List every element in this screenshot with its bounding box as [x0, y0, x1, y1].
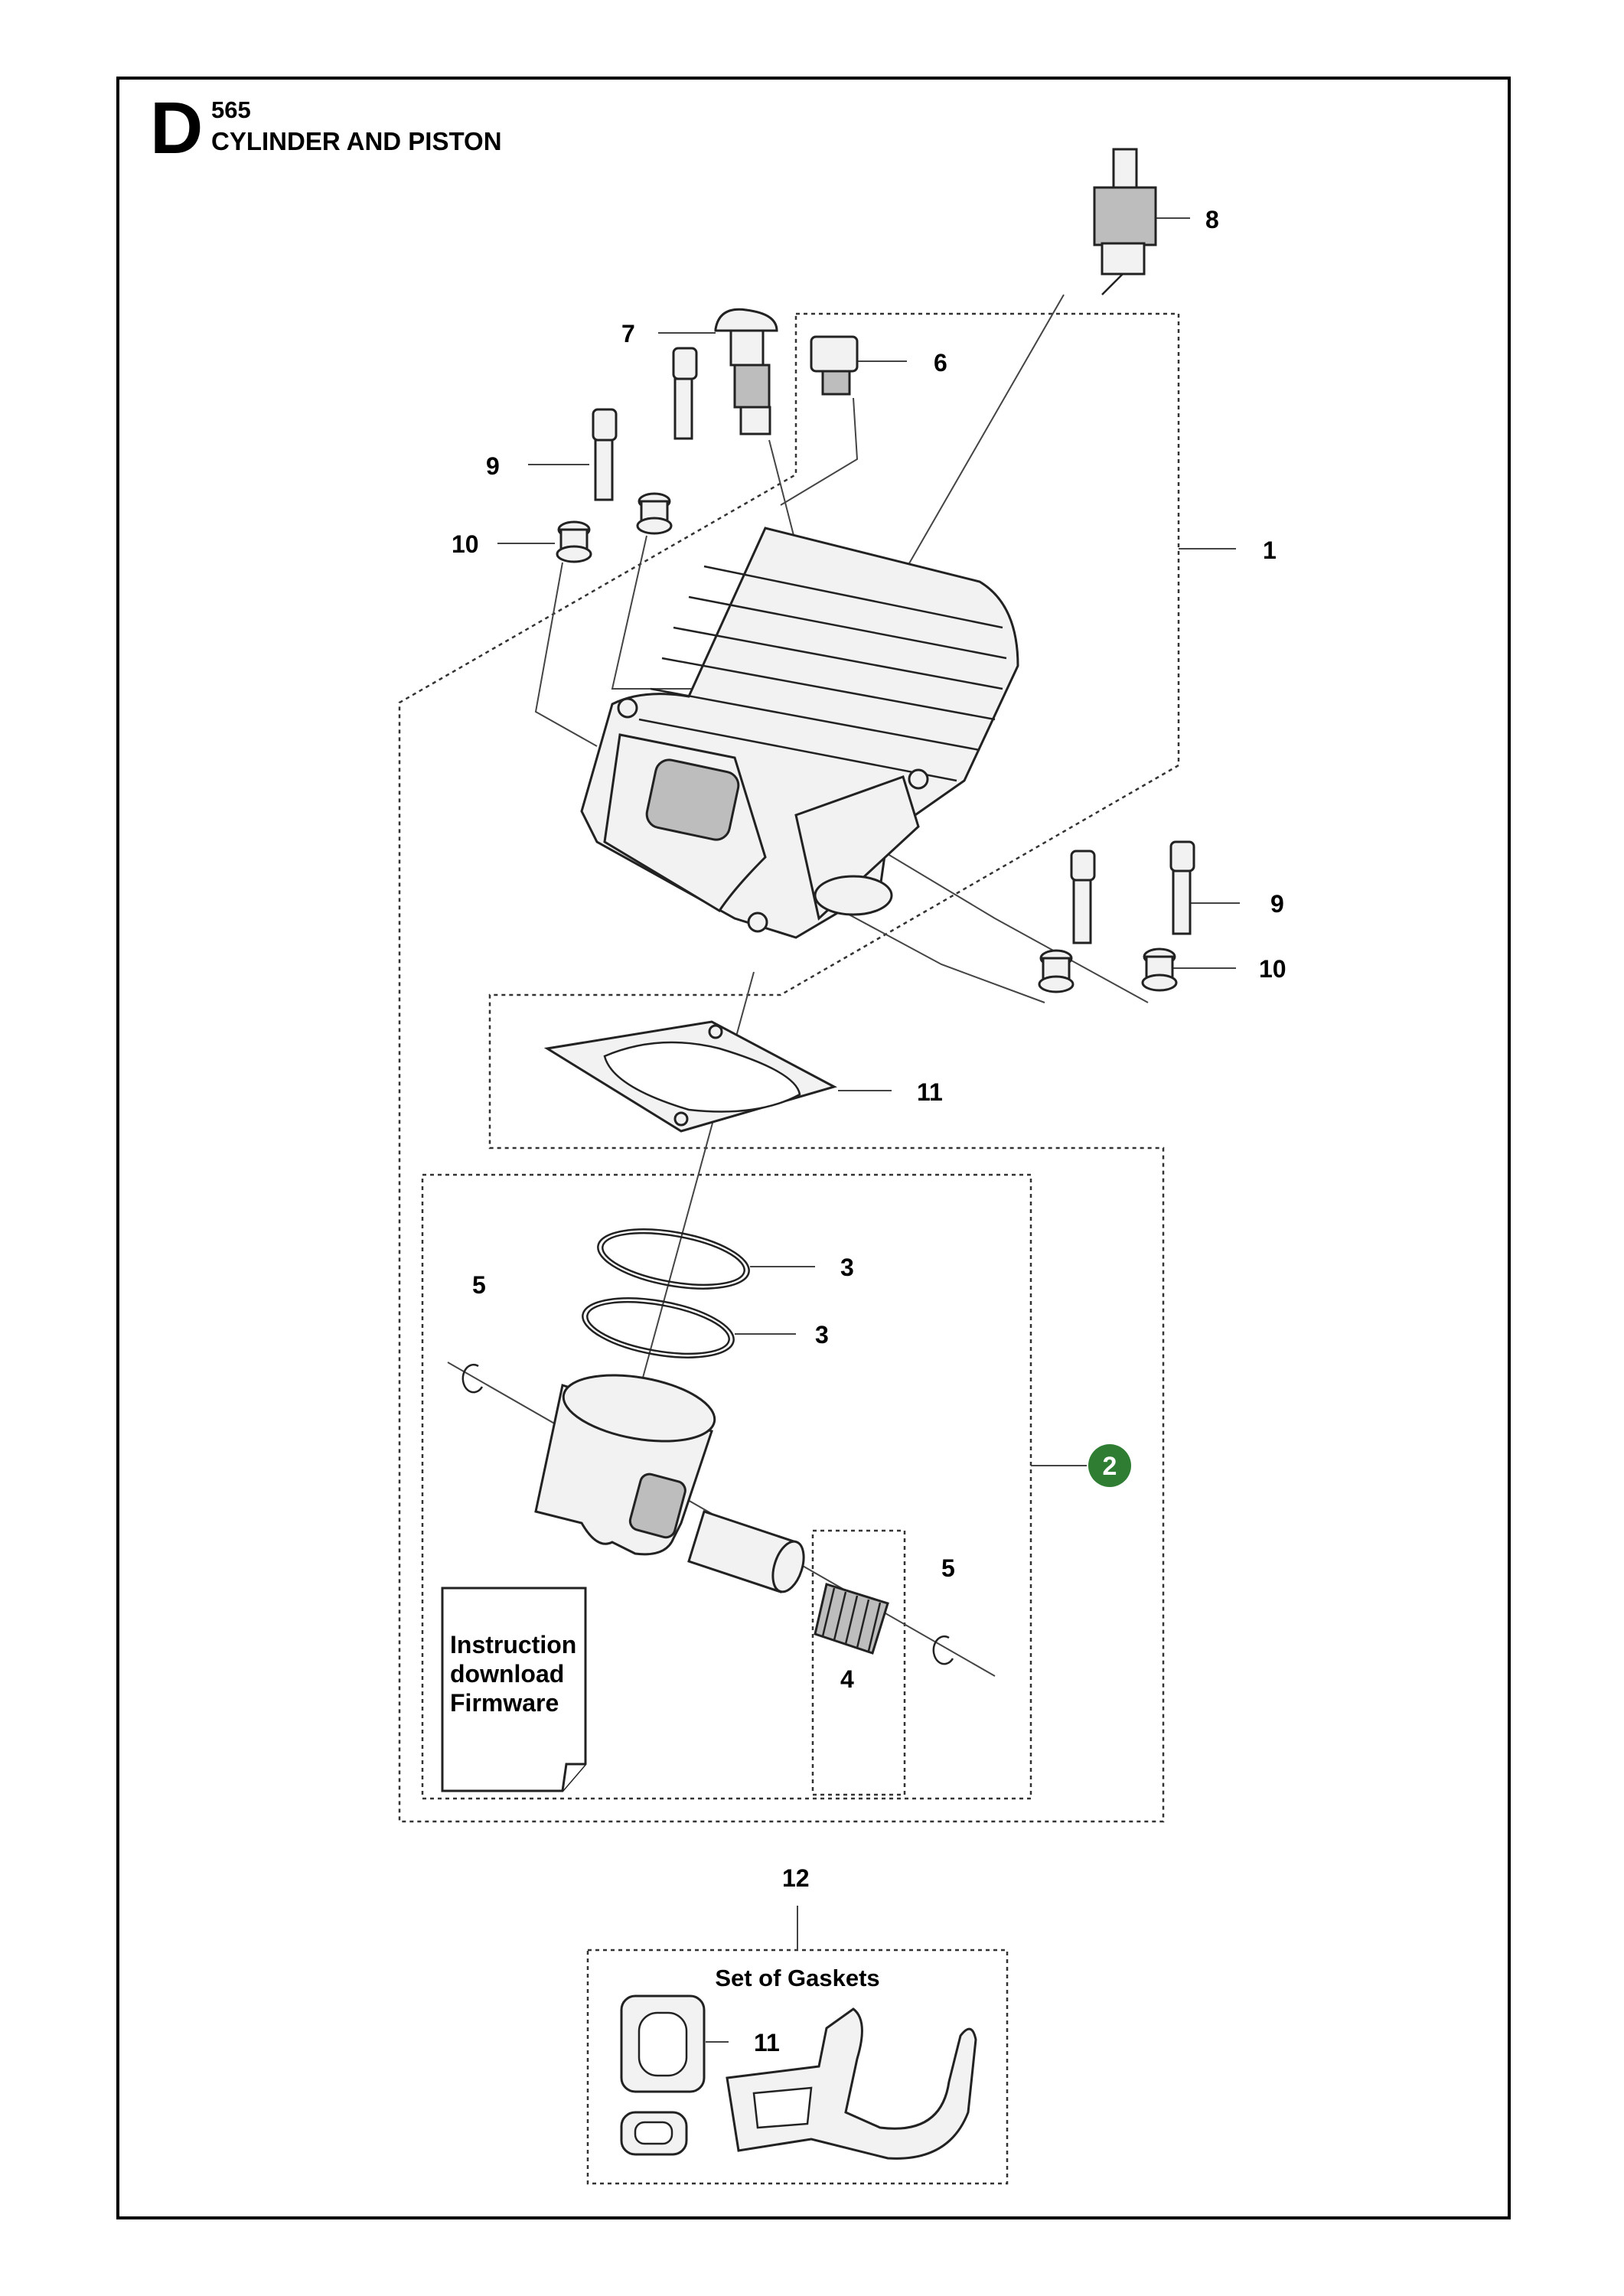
axis-screw-right-b: [879, 849, 1149, 1003]
screw-part-lower-right-a[interactable]: [1070, 850, 1096, 944]
cylinder-gasket-part[interactable]: [543, 1020, 837, 1133]
screw-part-lower-right-b[interactable]: [1169, 840, 1195, 935]
section-letter: D: [150, 87, 204, 169]
washer-part-upper-left-b[interactable]: [636, 492, 673, 535]
instruction-sheet[interactable]: Instruction download Firmware: [441, 1587, 587, 1792]
cylinder-group-outline: [398, 312, 1180, 1823]
gasket-set-crankcase-gasket[interactable]: [726, 2007, 977, 2160]
circlip-part-left[interactable]: [461, 1363, 484, 1394]
callout-10-upper: 10: [452, 530, 479, 558]
gasket-set-cylinder-gasket[interactable]: [620, 1994, 706, 2093]
screw-part-upper-left-b[interactable]: [672, 347, 698, 440]
model-number: 565: [211, 96, 251, 123]
callout-9-lower: 9: [1270, 890, 1284, 918]
screw-part-upper-left-a[interactable]: [592, 408, 618, 501]
instruction-line-3: Firmware: [450, 1689, 559, 1717]
piston-part[interactable]: [534, 1365, 719, 1556]
instruction-line-2: download: [450, 1660, 564, 1688]
decompression-valve-part[interactable]: [714, 308, 778, 435]
callout-10-lower: 10: [1259, 955, 1286, 983]
washer-part-lower-right-b[interactable]: [1141, 947, 1178, 992]
needle-bearing-part[interactable]: [814, 1583, 889, 1655]
spark-plug-part[interactable]: [1093, 148, 1157, 295]
plug-part[interactable]: [810, 335, 859, 396]
axis-screw-left-a: [534, 562, 598, 747]
axis-screw-right-a: [841, 910, 1045, 1003]
callout-7: 7: [621, 320, 635, 347]
callout-8: 8: [1205, 206, 1219, 233]
axis-plug-6: [780, 397, 859, 506]
piston-kit-outline: [421, 1173, 1032, 1800]
bearing-subgroup-outline: [811, 1529, 906, 1796]
instruction-line-1: Instruction: [450, 1631, 576, 1658]
callout-5-left: 5: [472, 1271, 486, 1299]
callout-1: 1: [1263, 536, 1277, 564]
gasket-set-title: Set of Gaskets: [715, 1965, 879, 1991]
washer-part-upper-left-a[interactable]: [556, 520, 592, 563]
axis-spark-plug: [902, 294, 1065, 575]
callout-4: 4: [840, 1665, 854, 1693]
callout-12: 12: [782, 1864, 810, 1892]
piston-ring-part-upper[interactable]: [593, 1219, 753, 1299]
callout-11-set: 11: [754, 2029, 780, 2056]
callout-3-lower: 3: [815, 1321, 829, 1349]
callout-2: 2: [1103, 1452, 1117, 1481]
page-frame: [116, 77, 1511, 2219]
callout-5-right: 5: [941, 1554, 955, 1582]
piston-ring-part-lower[interactable]: [578, 1288, 738, 1368]
cylinder-part[interactable]: [580, 527, 1019, 939]
callout-9-upper: 9: [486, 452, 500, 480]
washer-part-lower-right-a[interactable]: [1038, 949, 1075, 993]
callout-11-main: 11: [917, 1078, 943, 1106]
callout-6: 6: [934, 349, 947, 377]
section-title: CYLINDER AND PISTON: [211, 127, 502, 155]
wrist-pin-part[interactable]: [687, 1510, 810, 1596]
gasket-set-small-gasket[interactable]: [620, 2111, 688, 2156]
circlip-part-right[interactable]: [932, 1635, 954, 1665]
kit-badge: [1088, 1444, 1131, 1487]
callout-3-upper: 3: [840, 1254, 854, 1281]
